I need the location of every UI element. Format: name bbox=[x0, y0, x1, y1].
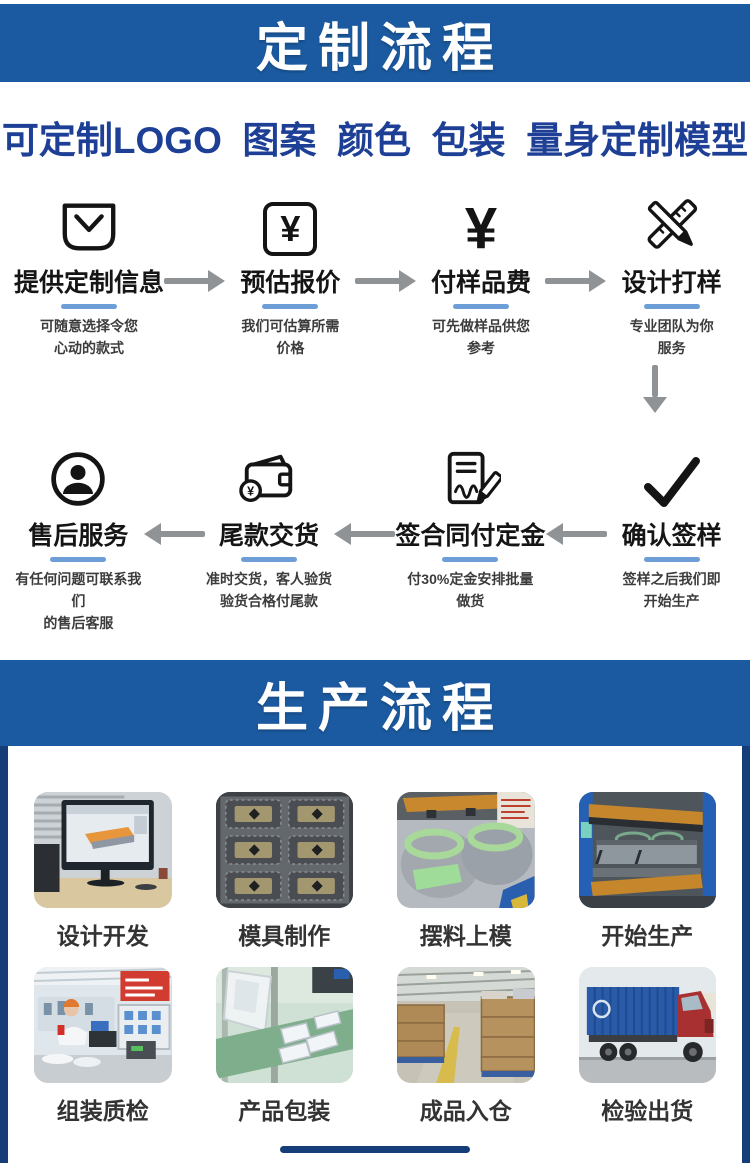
product-packaging-photo bbox=[215, 967, 353, 1084]
step-desc: 准时交货，客人验货 验货合格付尾款 bbox=[205, 571, 332, 610]
production-label: 检验出货 bbox=[601, 1098, 694, 1125]
step-title: 尾款交货 bbox=[218, 522, 319, 551]
production-process-section: 生产流程 bbox=[0, 660, 750, 1163]
production-label: 摆料上模 bbox=[419, 923, 512, 950]
step-desc: 专业团队为你 服务 bbox=[629, 318, 714, 356]
step-desc: 我们可估算所需 价格 bbox=[241, 318, 340, 356]
contract-pen-icon bbox=[439, 443, 502, 509]
title-underline bbox=[50, 557, 107, 563]
production-item-qc: 组装质检 bbox=[34, 967, 172, 1128]
production-item-design: 设计开发 bbox=[34, 792, 172, 953]
finished-goods-warehouse-photo bbox=[397, 967, 535, 1084]
production-item-packaging: 产品包装 bbox=[215, 967, 353, 1128]
title-underline bbox=[262, 304, 319, 309]
production-item-loading: 摆料上模 bbox=[397, 792, 535, 953]
yuan-glyph: ¥ bbox=[464, 195, 498, 261]
title-underline bbox=[453, 304, 509, 309]
title-underline bbox=[61, 304, 117, 309]
step-sign-contract-deposit: 签合同付定金 付30%定金安排批量 做货 bbox=[395, 443, 545, 612]
material-loading-photo bbox=[397, 792, 535, 909]
inspection-shipping-photo bbox=[578, 967, 716, 1084]
design-development-photo bbox=[34, 792, 172, 909]
custom-process-title: 定制流程 bbox=[255, 19, 504, 78]
arrow-right-icon bbox=[354, 278, 401, 284]
arrow-right-icon bbox=[545, 278, 592, 284]
production-process-title: 生产流程 bbox=[255, 679, 504, 738]
inbox-check-icon bbox=[58, 190, 120, 256]
production-item-shipping: 检验出货 bbox=[578, 967, 716, 1128]
steps-row-1: 提供定制信息 可随意选择令您 心动的款式 ¥ 预估报价 我们可估算所需 价格 ¥… bbox=[0, 190, 750, 359]
customization-subtitle: 可定制LOGO 图案 颜色 包装 量身定制模型 bbox=[1, 120, 749, 161]
arrow-left-icon bbox=[158, 531, 205, 538]
step-desc: 有任何问题可联系我们 的售后客服 bbox=[15, 571, 142, 631]
production-label: 模具制作 bbox=[238, 923, 331, 950]
step-pay-sample-fee: ¥ 付样品费 可先做样品供您 参考 bbox=[417, 190, 546, 359]
yuan-quote-icon: ¥ bbox=[263, 190, 318, 256]
production-label: 组装质检 bbox=[56, 1098, 149, 1125]
steps-row-2: 售后服务 有任何问题可联系我们 的售后客服 ¥ 尾款交货 准时交货，客人验货 验… bbox=[0, 443, 750, 634]
step-title: 设计打样 bbox=[621, 269, 722, 297]
arrow-left-icon bbox=[561, 531, 608, 538]
title-underline bbox=[240, 557, 297, 563]
step-desc: 付30%定金安排批量 做货 bbox=[407, 571, 534, 610]
start-production-photo bbox=[578, 792, 716, 909]
customer-service-icon bbox=[48, 443, 108, 509]
custom-process-banner: 定制流程 bbox=[0, 4, 750, 82]
production-process-banner: 生产流程 bbox=[0, 660, 750, 747]
step-desc: 可随意选择令您 心动的款式 bbox=[40, 318, 138, 356]
step-final-payment-delivery: ¥ 尾款交货 准时交货，客人验货 验货合格付尾款 bbox=[205, 443, 334, 612]
yuan-glyph: ¥ bbox=[247, 485, 254, 499]
row-connector bbox=[0, 359, 750, 417]
production-label: 开始生产 bbox=[601, 923, 694, 950]
step-desc: 签样之后我们即 开始生产 bbox=[622, 571, 721, 610]
production-item-start: 开始生产 bbox=[578, 792, 716, 953]
step-title: 提供定制信息 bbox=[14, 269, 165, 297]
title-underline bbox=[643, 557, 700, 563]
production-item-mold: 模具制作 bbox=[215, 792, 353, 953]
step-title: 确认签样 bbox=[621, 522, 722, 551]
yuan-glyph: ¥ bbox=[280, 208, 301, 249]
mold-making-photo bbox=[215, 792, 353, 909]
production-photo-grid: 设计开发 bbox=[34, 792, 716, 1128]
custom-process-section: 定制流程 可定制LOGO 图案 颜色 包装 量身定制模型 提供定制信息 可随意选… bbox=[0, 4, 750, 634]
step-title: 预估报价 bbox=[240, 269, 341, 297]
step-confirm-sample: 确认签样 签样之后我们即 开始生产 bbox=[607, 443, 736, 612]
arrow-right-icon bbox=[164, 278, 211, 284]
checkmark-icon bbox=[640, 443, 704, 509]
production-label: 成品入仓 bbox=[419, 1098, 512, 1125]
step-estimate-quote: ¥ 预估报价 我们可估算所需 价格 bbox=[226, 190, 355, 359]
step-design-sample: 设计打样 专业团队为你 服务 bbox=[607, 190, 736, 359]
production-item-warehouse: 成品入仓 bbox=[397, 967, 535, 1128]
title-underline bbox=[442, 557, 499, 563]
production-content: 设计开发 bbox=[0, 746, 750, 1163]
step-title: 售后服务 bbox=[28, 522, 129, 551]
yuan-icon: ¥ bbox=[465, 190, 497, 257]
arrow-left-icon bbox=[349, 531, 396, 538]
pencil-ruler-icon bbox=[641, 190, 703, 256]
arrow-down-icon bbox=[652, 365, 658, 398]
wallet-icon: ¥ bbox=[238, 443, 300, 509]
assembly-qc-photo bbox=[34, 967, 172, 1084]
production-label: 设计开发 bbox=[56, 923, 149, 950]
title-underline bbox=[643, 304, 700, 309]
production-label: 产品包装 bbox=[238, 1098, 331, 1125]
bottom-bar bbox=[280, 1146, 470, 1154]
step-title: 付样品费 bbox=[430, 269, 531, 297]
step-after-sale-service: 售后服务 有任何问题可联系我们 的售后客服 bbox=[14, 443, 143, 634]
step-provide-info: 提供定制信息 可随意选择令您 心动的款式 bbox=[14, 190, 164, 359]
step-desc: 可先做样品供您 参考 bbox=[432, 318, 530, 356]
step-title: 签合同付定金 bbox=[395, 522, 546, 551]
